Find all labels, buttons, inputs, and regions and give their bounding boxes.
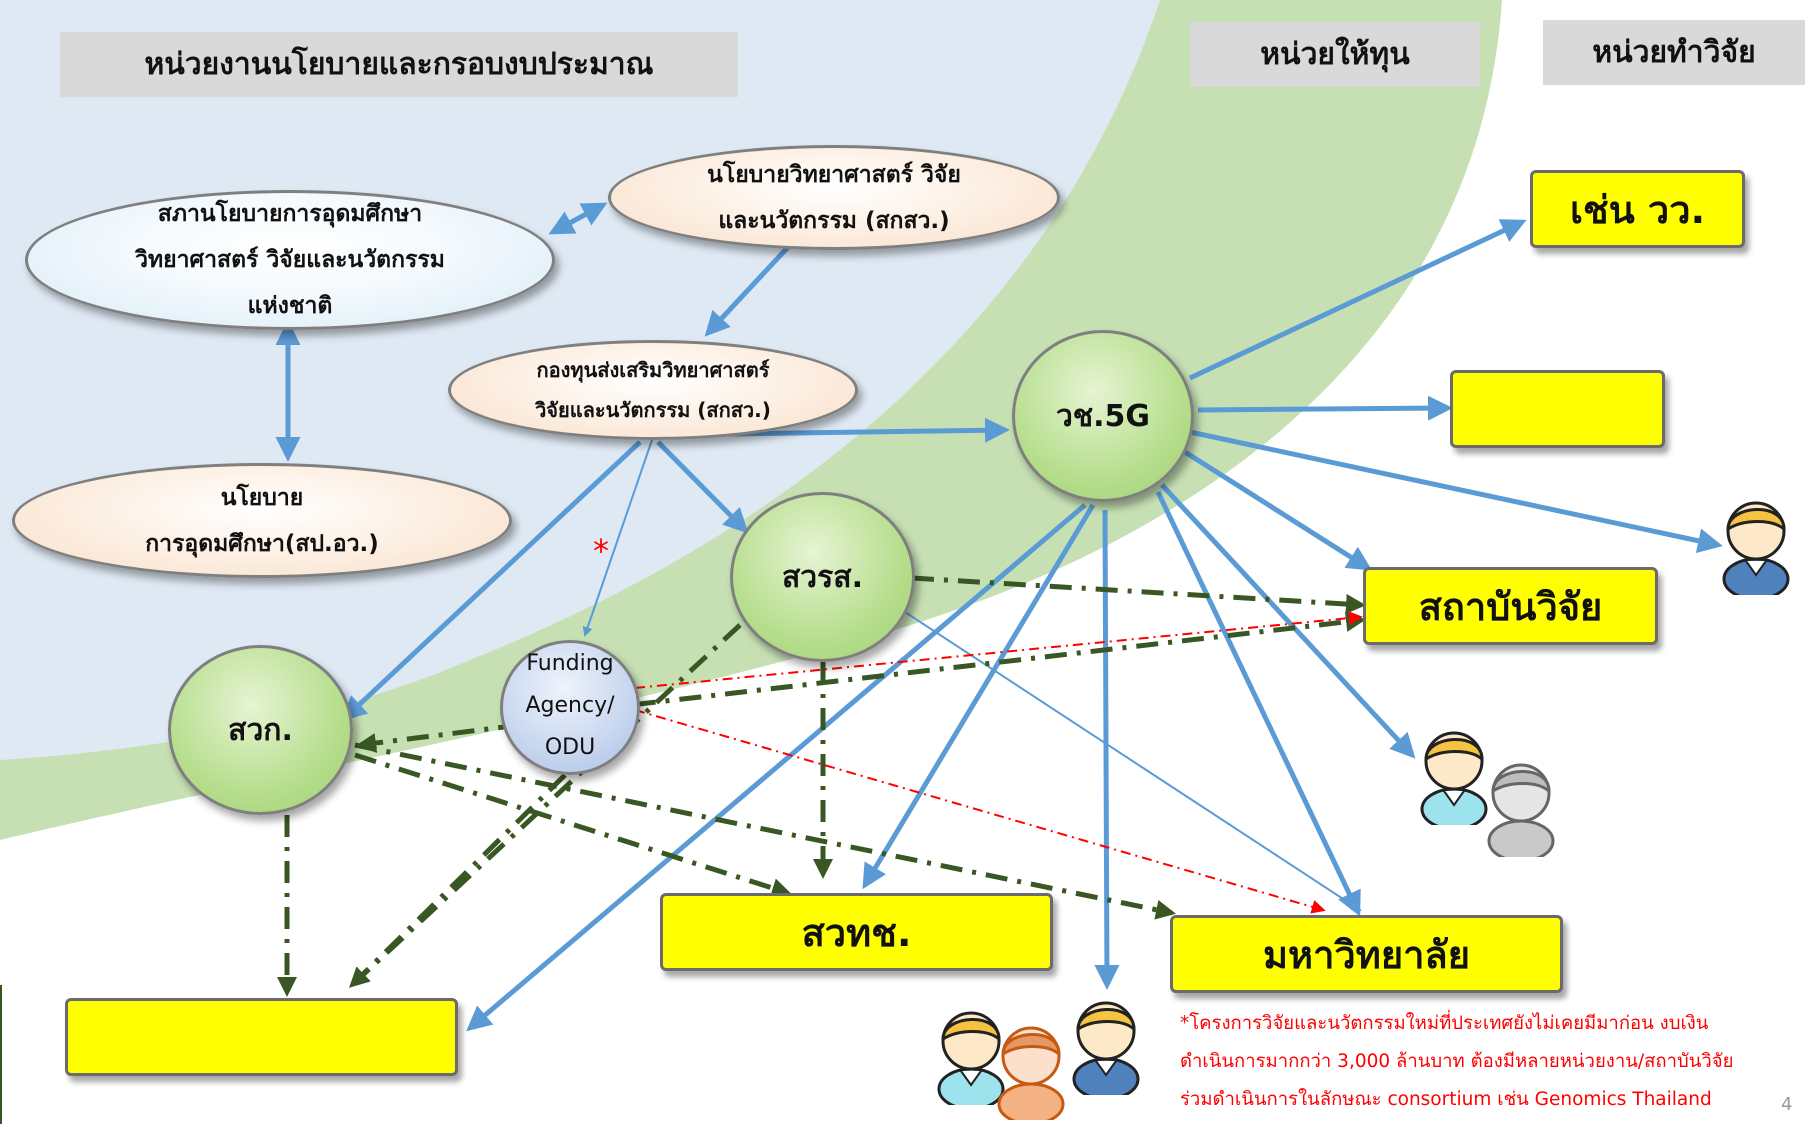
node-he-policy: นโยบาย การอุดมศึกษา(สป.อว.) bbox=[12, 463, 512, 578]
header-policy: หน่วยงานนโยบายและกรอบงบประมาณ bbox=[60, 32, 738, 97]
person-icon bbox=[997, 1026, 1065, 1120]
arrow-fund-swok bbox=[341, 440, 642, 722]
arrow-vc5g-blankbottom bbox=[466, 503, 1087, 1032]
unit-swothch: สวทช. bbox=[660, 893, 1053, 971]
asterisk-marker: * bbox=[593, 532, 609, 570]
arrow-fund-sworos bbox=[656, 440, 749, 534]
unit-institute: สถาบันวิจัย bbox=[1363, 567, 1658, 645]
arrow-vc5g-swothch bbox=[862, 503, 1096, 890]
footnote: *โครงการวิจัยและนวัตกรรมใหม่ที่ประเทศยัง… bbox=[1180, 1013, 1734, 1110]
node-vc5g: วช.5G bbox=[1012, 330, 1194, 502]
unit-university: มหาวิทยาลัย bbox=[1170, 915, 1563, 993]
arrow-stipolicy-fund bbox=[704, 243, 792, 337]
arrow-vc5g-eg bbox=[1188, 219, 1527, 381]
node-funding-agency: Funding Agency/ ODU bbox=[500, 640, 640, 775]
arrow-vc5g-blanktop bbox=[1197, 395, 1453, 421]
node-sti-policy: นโยบายวิทยาศาสตร์ วิจัย และนวัตกรรม (สกส… bbox=[608, 145, 1060, 250]
unit-eg: เช่น วว. bbox=[1530, 170, 1745, 248]
dd-fundingagency-blankbottom bbox=[349, 773, 567, 988]
unit-blank-top bbox=[1450, 370, 1665, 448]
arrow-vc5g-person1 bbox=[1189, 429, 1723, 554]
dd-sworos-blankbottom bbox=[349, 623, 742, 988]
person-icon bbox=[937, 1011, 1005, 1105]
unit-blank-bottom bbox=[65, 998, 458, 1076]
page-number: 4 bbox=[1781, 1094, 1793, 1115]
dd-fundingagency-swok bbox=[356, 722, 521, 753]
dd-swok-swothch bbox=[354, 752, 792, 898]
person-icon bbox=[1487, 763, 1555, 857]
person-icon bbox=[1072, 1001, 1140, 1095]
node-council: สภานโยบายการอุดมศึกษา วิทยาศาสตร์ วิจัยแ… bbox=[25, 190, 555, 330]
arrow-fund-fundingagency bbox=[582, 439, 653, 637]
node-sworos: สวรส. bbox=[730, 492, 915, 662]
dd-swok-institute bbox=[587, 611, 1366, 713]
arrow-vc5g-institute bbox=[1183, 449, 1373, 571]
dd-sworos-institute bbox=[911, 575, 1366, 615]
node-swok: สวก. bbox=[168, 645, 353, 815]
header-research: หน่วยทำวิจัย bbox=[1543, 20, 1805, 85]
arrow-vc5g-persons3 bbox=[1094, 509, 1120, 990]
red-fundingagency-university bbox=[634, 709, 1326, 914]
person-icon bbox=[1722, 501, 1790, 595]
arrow-council-stipolicy bbox=[548, 202, 608, 235]
person-icon bbox=[1420, 731, 1488, 825]
header-funding: หน่วยให้ทุน bbox=[1190, 22, 1480, 87]
arrow-vc5g-university bbox=[1155, 490, 1361, 917]
dd-swok-university bbox=[354, 742, 1176, 920]
node-fund: กองทุนส่งเสริมวิทยาศาสตร์ วิจัยและนวัตกร… bbox=[448, 340, 858, 440]
arrow-sworos-university bbox=[904, 611, 1362, 912]
arrow-vc5g-persons2 bbox=[1160, 483, 1416, 759]
